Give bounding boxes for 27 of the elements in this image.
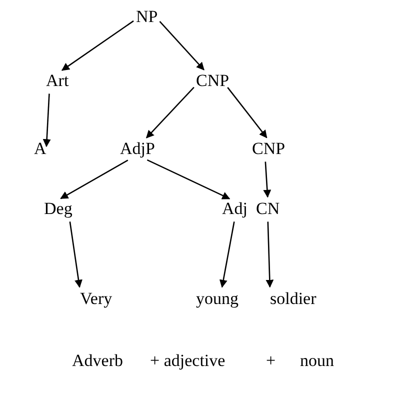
arrow xyxy=(219,222,235,288)
tree-node-label: CNP xyxy=(252,140,286,159)
arrow xyxy=(60,160,128,200)
arrow xyxy=(146,159,230,200)
tree-node-label: AdjP xyxy=(120,140,155,159)
tree-node-label: A xyxy=(34,140,46,159)
tree-node-label: Art xyxy=(46,72,69,91)
arrow xyxy=(227,87,268,138)
arrow xyxy=(61,20,134,71)
arrow xyxy=(69,222,82,288)
arrow xyxy=(159,21,204,70)
tree-node-label: Very xyxy=(80,290,112,309)
tree-node-label: CN xyxy=(256,200,280,219)
arrow xyxy=(42,94,51,148)
word-class-label: noun xyxy=(300,352,334,371)
tree-node-label: young xyxy=(196,290,238,309)
arrow xyxy=(266,222,274,288)
arrow xyxy=(146,86,194,138)
tree-node-label: CNP xyxy=(196,72,230,91)
tree-node-label: Deg xyxy=(44,200,72,219)
tree-node-label: soldier xyxy=(270,290,316,309)
arrow xyxy=(263,162,272,198)
word-class-label: + xyxy=(266,352,276,371)
tree-node-label: NP xyxy=(136,8,158,27)
word-class-label: Adverb xyxy=(72,352,123,371)
word-class-label: + adjective xyxy=(150,352,226,371)
tree-node-label: Adj xyxy=(222,200,248,219)
